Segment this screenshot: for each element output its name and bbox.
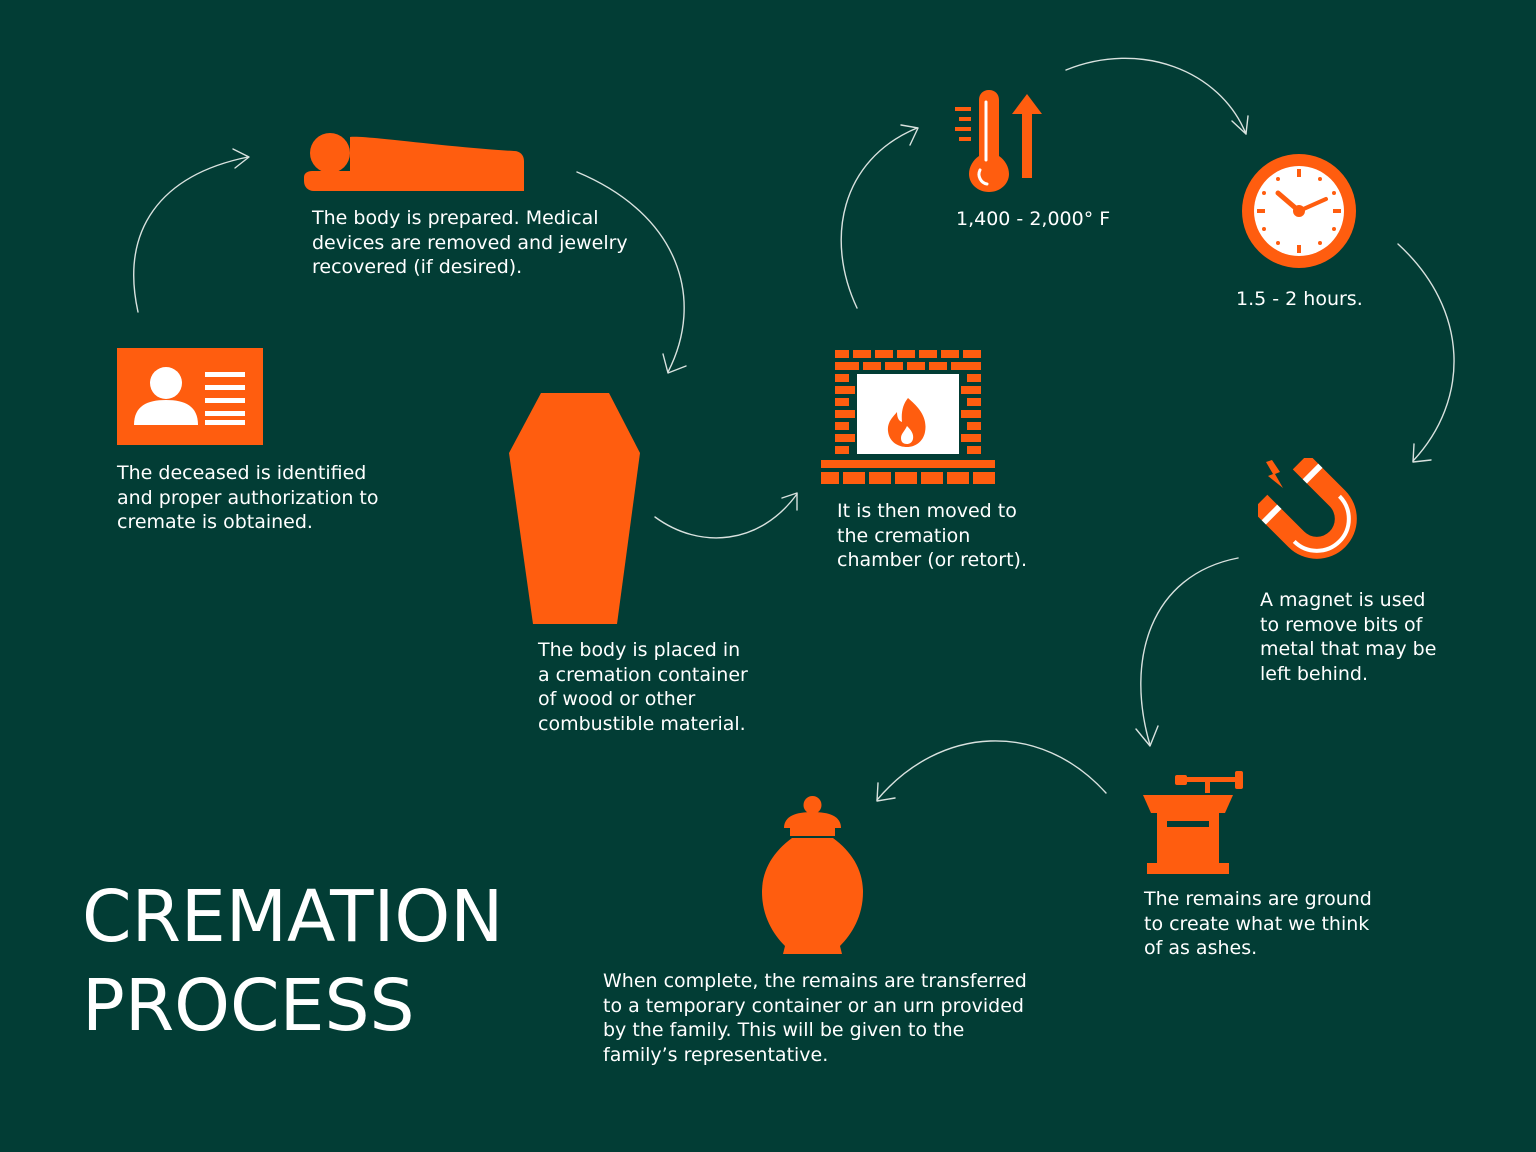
arrow-body-to-coffin [576, 171, 687, 374]
urn-icon [762, 796, 863, 954]
thermometer-icon [955, 90, 1042, 192]
coffin-icon [509, 393, 640, 624]
step-4-text: It is then moved to the cremation chambe… [837, 500, 1027, 571]
lying-body-icon [304, 133, 524, 191]
step-2-text: The body is prepared. Medical devices ar… [312, 207, 628, 278]
id-card-icon [117, 348, 263, 445]
grinder-icon [1143, 771, 1243, 874]
arrow-chamber-to-thermometer [840, 124, 919, 309]
step-5-text: 1,400 - 2,000° F [956, 208, 1111, 230]
arrow-clock-to-magnet [1397, 243, 1455, 463]
step-9-text: When complete, the remains are transferr… [603, 970, 1027, 1066]
arrow-coffin-to-chamber [654, 492, 798, 539]
step-1-text: The deceased is identified and proper au… [117, 462, 379, 533]
arrow-grinder-to-urn [876, 740, 1107, 802]
fireplace-icon [821, 350, 995, 484]
title-line-2: PROCESS [82, 964, 415, 1047]
arrow-thermometer-to-clock [1065, 57, 1249, 135]
step-6-text: 1.5 - 2 hours. [1236, 288, 1363, 310]
step-8-text: The remains are ground to create what we… [1144, 888, 1372, 959]
page-title: CREMATION PROCESS [82, 872, 503, 1050]
title-line-1: CREMATION [82, 875, 504, 958]
clock-icon [1242, 154, 1356, 268]
step-7-text: A magnet is used to remove bits of metal… [1260, 589, 1437, 685]
magnet-icon [1258, 458, 1357, 559]
arrow-id-to-body [133, 148, 250, 313]
step-3-text: The body is placed in a cremation contai… [538, 639, 748, 735]
arrow-magnet-to-grinder [1135, 557, 1239, 747]
